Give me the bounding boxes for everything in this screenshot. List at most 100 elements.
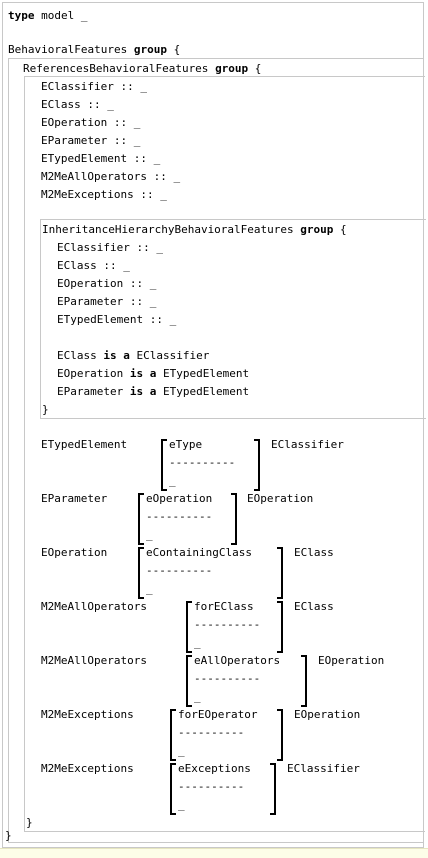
outer-group-name: BehavioralFeatures bbox=[8, 43, 128, 56]
relation-source: ETypedElement bbox=[41, 438, 128, 451]
relation-name: forEOperator bbox=[178, 708, 258, 721]
inherit-decl-line[interactable]: ETypedElement :: _ bbox=[57, 313, 177, 326]
inherit-decl-line[interactable]: EParameter :: _ bbox=[57, 295, 157, 308]
decl-line[interactable]: EClassifier :: _ bbox=[41, 80, 147, 93]
relation-source: EOperation bbox=[41, 546, 108, 559]
relation-dashes: ---------- bbox=[194, 672, 261, 685]
relation-dashes: ---------- bbox=[178, 726, 245, 739]
relation-right-bracket bbox=[277, 709, 283, 761]
inherit-group-name: InheritanceHierarchyBehavioralFeatures bbox=[42, 223, 294, 236]
relation-name: eExceptions bbox=[178, 762, 251, 775]
relation-target: EClassifier bbox=[271, 438, 344, 451]
decl-line[interactable]: EClass :: _ bbox=[41, 98, 114, 111]
relation-left-bracket bbox=[138, 547, 144, 599]
status-strip bbox=[0, 848, 428, 858]
relation-underscore: _ bbox=[194, 636, 201, 649]
outer-group-open-brace: { bbox=[166, 43, 181, 56]
relation-underscore: _ bbox=[146, 582, 153, 595]
relation-cell[interactable]: eContainingClass ---------- _ bbox=[146, 546, 252, 596]
relation-cell[interactable]: forEClass ---------- _ bbox=[194, 600, 260, 650]
relation-right-bracket bbox=[231, 493, 237, 545]
refs-group-close-brace: } bbox=[26, 816, 33, 829]
relation-target: EClassifier bbox=[287, 762, 360, 775]
inherit-group-open-brace: { bbox=[333, 223, 347, 236]
type-declaration[interactable]: type model _ bbox=[8, 9, 87, 23]
decl-line[interactable]: ETypedElement :: _ bbox=[41, 152, 161, 165]
outer-group-header[interactable]: BehavioralFeatures group { bbox=[8, 43, 180, 57]
isa-sub: EParameter bbox=[57, 385, 124, 398]
relation-dashes: ---------- bbox=[178, 780, 245, 793]
inherit-group-header[interactable]: InheritanceHierarchyBehavioralFeatures g… bbox=[42, 223, 347, 237]
inherit-decl-line[interactable]: EClassifier :: _ bbox=[57, 241, 163, 254]
relation-underscore: _ bbox=[146, 528, 153, 541]
relation-target: EOperation bbox=[247, 492, 314, 505]
relation-left-bracket bbox=[138, 493, 144, 545]
decl-line[interactable]: EParameter :: _ bbox=[41, 134, 141, 147]
relation-name: eType bbox=[169, 438, 203, 451]
relation-underscore: _ bbox=[169, 474, 176, 487]
isa-super: EClassifier bbox=[136, 349, 210, 362]
relation-source: M2MeAllOperators bbox=[41, 654, 147, 667]
relation-right-bracket bbox=[254, 439, 260, 491]
refs-group-open-brace: { bbox=[248, 62, 262, 75]
relation-right-bracket bbox=[277, 601, 283, 653]
isa-keyword: is a bbox=[96, 349, 137, 362]
relation-cell[interactable]: eExceptions ---------- _ bbox=[178, 762, 251, 812]
relation-cell[interactable]: eAllOperators ---------- _ bbox=[194, 654, 280, 704]
relation-left-bracket bbox=[170, 709, 176, 761]
relation-name: eOperation bbox=[146, 492, 213, 505]
outer-group-box: ReferencesBehavioralFeatures group { ECl… bbox=[5, 58, 426, 843]
isa-sub: EOperation bbox=[57, 367, 124, 380]
relation-target: EOperation bbox=[294, 708, 361, 721]
relation-cell[interactable]: eType ---------- _ bbox=[169, 438, 235, 488]
relation-source: M2MeExceptions bbox=[41, 762, 134, 775]
relation-target: EClass bbox=[294, 546, 334, 559]
relation-dashes: ---------- bbox=[169, 456, 236, 469]
isa-keyword: is a bbox=[123, 385, 163, 398]
refs-group-box: EClassifier :: _ EClass :: _ EOperation … bbox=[24, 76, 426, 832]
relation-dashes: ---------- bbox=[194, 618, 261, 631]
editor-canvas[interactable]: type model _ BehavioralFeatures group { … bbox=[2, 2, 426, 848]
relation-left-bracket bbox=[186, 601, 192, 653]
relation-right-bracket bbox=[270, 763, 276, 815]
refs-group-header[interactable]: ReferencesBehavioralFeatures group { bbox=[23, 62, 261, 76]
refs-group-keyword: group bbox=[215, 62, 249, 75]
relation-target: EOperation bbox=[318, 654, 385, 667]
relation-underscore: _ bbox=[178, 798, 185, 811]
outer-group-close-brace: } bbox=[5, 829, 12, 842]
relation-underscore: _ bbox=[178, 744, 185, 757]
decl-line[interactable]: EOperation :: _ bbox=[41, 116, 141, 129]
isa-super: ETypedElement bbox=[162, 367, 250, 380]
relation-right-bracket bbox=[277, 547, 283, 599]
relation-left-bracket bbox=[186, 655, 192, 707]
isa-keyword: is a bbox=[123, 367, 163, 380]
refs-group-name: ReferencesBehavioralFeatures bbox=[23, 62, 209, 75]
inherit-group-box: InheritanceHierarchyBehavioralFeatures g… bbox=[40, 219, 426, 419]
relation-cell[interactable]: eOperation ---------- _ bbox=[146, 492, 212, 542]
relation-left-bracket bbox=[170, 763, 176, 815]
isa-super: ETypedElement bbox=[162, 385, 250, 398]
inherit-decl-line[interactable]: EOperation :: _ bbox=[57, 277, 157, 290]
isa-sub: EClass bbox=[57, 349, 97, 362]
decl-line[interactable]: M2MeAllOperators :: _ bbox=[41, 170, 181, 183]
decl-line[interactable]: M2MeExceptions :: _ bbox=[41, 188, 167, 201]
inherit-group-close-brace: } bbox=[42, 403, 49, 416]
relation-cell[interactable]: forEOperator ---------- _ bbox=[178, 708, 257, 758]
type-declaration-rest: model _ bbox=[34, 9, 88, 22]
isa-line[interactable]: EOperation is a ETypedElement bbox=[57, 367, 249, 381]
relation-source: EParameter bbox=[41, 492, 108, 505]
type-keyword: type bbox=[8, 9, 35, 22]
relation-dashes: ---------- bbox=[146, 564, 213, 577]
relation-left-bracket bbox=[161, 439, 167, 491]
isa-line[interactable]: EClass is a EClassifier bbox=[57, 349, 209, 363]
inherit-decl-line[interactable]: EClass :: _ bbox=[57, 259, 130, 272]
relation-right-bracket bbox=[301, 655, 307, 707]
relation-name: eAllOperators bbox=[194, 654, 281, 667]
relation-source: M2MeExceptions bbox=[41, 708, 134, 721]
outer-group-keyword: group bbox=[133, 43, 167, 56]
isa-line[interactable]: EParameter is a ETypedElement bbox=[57, 385, 249, 399]
relation-source: M2MeAllOperators bbox=[41, 600, 147, 613]
relation-underscore: _ bbox=[194, 690, 201, 703]
relation-name: forEClass bbox=[194, 600, 254, 613]
relation-target: EClass bbox=[294, 600, 334, 613]
